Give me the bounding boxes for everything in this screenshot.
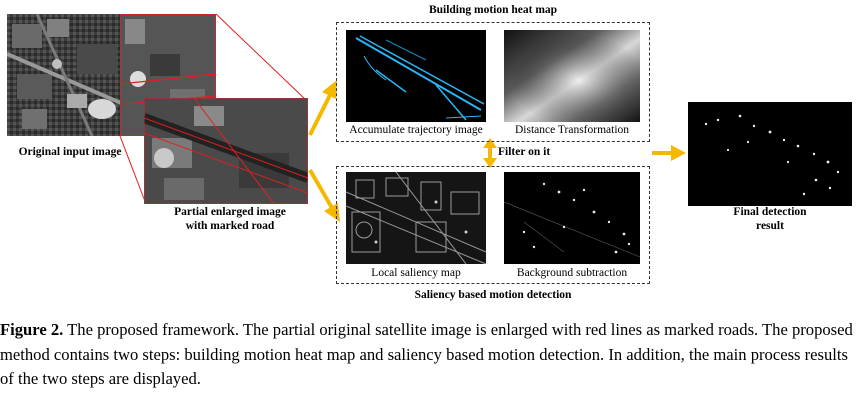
local-saliency-map — [346, 172, 486, 264]
saliency-section-title: Saliency based motion detection — [414, 289, 572, 301]
filter-label: Filter on it — [498, 146, 551, 158]
heatmap-section-title: Building motion heat map — [428, 4, 558, 16]
accumulate-trajectory-label: Accumulate trajectory image — [349, 124, 483, 136]
caption-text: The proposed framework. The partial orig… — [0, 320, 853, 388]
accumulate-trajectory-image — [346, 30, 486, 122]
heatmap-section-box — [336, 22, 650, 142]
partial-enlarged-label-2: with marked road — [185, 220, 275, 232]
arrow-to-heatmap — [308, 94, 332, 136]
local-saliency-label: Local saliency map — [371, 267, 461, 279]
partial-enlarged-image — [144, 98, 308, 204]
final-detection-image — [688, 102, 852, 206]
partial-enlarged-label-1: Partial enlarged image — [174, 206, 286, 218]
final-detection-label-1: Final detection — [733, 206, 807, 218]
arrow-to-saliency — [308, 168, 334, 210]
distance-transformation-label: Distance Transformation — [514, 124, 630, 136]
background-subtraction-image — [504, 172, 640, 264]
background-subtraction-label: Background subtraction — [516, 267, 628, 279]
figure-caption: Figure 2. The proposed framework. The pa… — [0, 318, 857, 392]
original-input-label: Original input image — [18, 146, 122, 158]
distance-transformation-image — [504, 30, 640, 122]
arrows — [308, 80, 686, 222]
saliency-section-box — [336, 166, 650, 284]
final-detection-label-2: result — [756, 220, 784, 232]
figure-number: Figure 2. — [0, 320, 64, 339]
